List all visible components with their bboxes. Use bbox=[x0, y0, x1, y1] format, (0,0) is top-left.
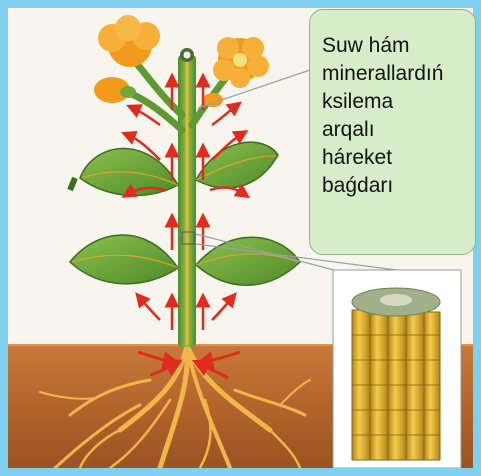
xylem-zoom-panel bbox=[333, 270, 461, 468]
callout-box: Suw hám minerallardıń ksilema arqalı hár… bbox=[309, 9, 476, 255]
stem-tip bbox=[180, 48, 194, 62]
xylem-vessels bbox=[352, 300, 440, 460]
callout-text: Suw hám minerallardıń ksilema arqalı hár… bbox=[322, 32, 465, 200]
